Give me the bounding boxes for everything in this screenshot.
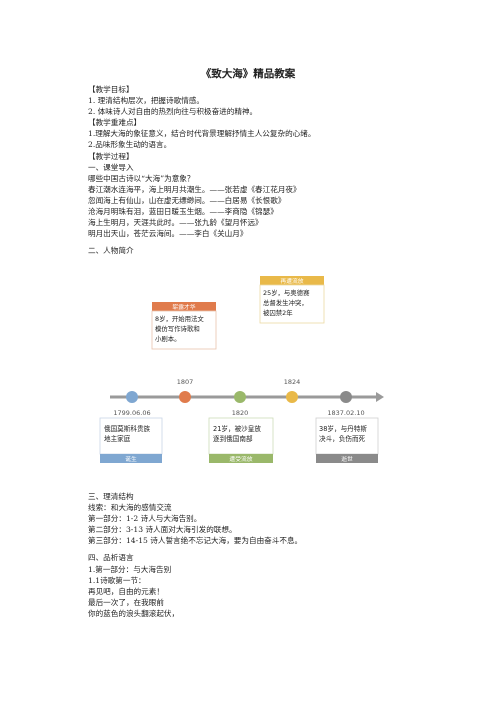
year-label: 1807	[177, 378, 194, 386]
text-line: 春江潮水连海平，海上明月共潮生。——张若虚《春江花月夜》	[88, 184, 301, 194]
text-line: 2.品味形象生动的语言。	[88, 140, 172, 150]
timeline-graphic: 1799.06.06 1807 1820 1824 1837.02.10 俄国莫…	[99, 276, 384, 463]
card-text: 总督发生冲突，	[263, 298, 308, 307]
timeline-dot	[340, 391, 352, 403]
text-line: 一、课堂导入	[88, 162, 134, 172]
text-line: 再见吧，自由的元素！	[88, 586, 164, 596]
biography-timeline: 1799.06.06 1807 1820 1824 1837.02.10 俄国莫…	[92, 268, 392, 468]
section-heading: 二、人物简介	[88, 246, 134, 256]
text-line: 第一部分：1-2 诗人与大海告别。	[88, 514, 202, 524]
card-text: 被囚禁2年	[263, 308, 293, 317]
text-line: 明月出天山，苍茫云海间。——李白《关山月》	[88, 229, 248, 239]
text-line: 1. 理清结构层次，把握诗歌情感。	[88, 96, 204, 106]
document-title: 《致大海》精品教案	[200, 68, 296, 80]
text-line: 哪些中国古诗以“大海”为意象？	[88, 173, 195, 183]
card-tag: 再遭流放	[280, 277, 303, 285]
card-footer: 诞生	[125, 455, 137, 463]
card-text: 小剧本。	[155, 334, 181, 343]
text-line: 沧海月明珠有泪，蓝田日暖玉生烟。——李商隐《锦瑟》	[88, 207, 278, 217]
text-line: 【教学重难点】	[88, 118, 142, 128]
text-line: 第三部分：14-15 诗人誓言绝不忘记大海，要为自由奋斗不息。	[88, 536, 303, 546]
timeline-dot	[126, 391, 138, 403]
text-line: 【教学过程】	[88, 151, 134, 161]
timeline-card-exile: 21岁，被沙皇放 逐到俄国南部 遭受流放	[208, 417, 274, 463]
year-label: 1824	[284, 378, 301, 386]
text-line: 线索：和大海的感情交流	[88, 503, 172, 513]
card-text: 俄国莫斯科贵族	[104, 424, 151, 433]
year-label: 1799.06.06	[113, 409, 150, 417]
card-footer: 遭受流放	[229, 455, 252, 463]
text-line: 你的蓝色的浪头翻滚起伏，	[88, 608, 180, 618]
year-label: 1820	[232, 409, 249, 417]
text-line: 1.第一部分：与大海告别	[88, 564, 172, 574]
text-line: 1.1诗歌第一节：	[88, 575, 146, 585]
text-line: 忽闻海上有仙山，山在虚无缥缈间。——白居易《长恨歌》	[88, 195, 286, 205]
text-line: 1.理解大海的象征意义，结合时代背景理解抒情主人公复杂的心绪。	[88, 129, 316, 139]
card-text: 38岁，与丹特斯	[319, 424, 367, 433]
card-text: 逐到俄国南部	[213, 434, 253, 443]
timeline-dots	[126, 391, 352, 403]
timeline-card-birth: 俄国莫斯科贵族 地主家庭 诞生	[99, 417, 163, 463]
text-line: 2. 体味诗人对自由的热烈向往与积极奋进的精神。	[88, 107, 258, 117]
section-heading: 三、理清结构	[88, 492, 134, 501]
timeline-card-talent: 崭露才华 8岁，开始用法文 模仿写作诗歌和 小剧本。	[151, 302, 217, 350]
card-text: 21岁，被沙皇放	[213, 424, 261, 433]
year-label: 1837.02.10	[327, 409, 364, 417]
card-footer: 逝世	[341, 455, 353, 463]
timeline-dot	[286, 391, 298, 403]
card-text: 25岁，与奥德赛	[263, 288, 310, 297]
card-tag: 崭露才华	[172, 303, 195, 311]
text-line: 【教学目标】	[88, 85, 134, 94]
intro-section: 【教学目标】 1. 理清结构层次，把握诗歌情感。 2. 体味诗人对自由的热烈向往…	[88, 84, 408, 256]
section-heading: 四、品析语言	[88, 553, 134, 563]
text-line: 第二部分：3-13 诗人面对大海引发的联想。	[88, 525, 237, 535]
card-text: 地主家庭	[104, 434, 131, 443]
timeline-card-exile-again: 再遭流放 25岁，与奥德赛 总督发生冲突， 被囚禁2年	[259, 276, 325, 324]
card-text: 8岁，开始用法文	[155, 314, 204, 323]
card-text: 决斗，负伤而死	[319, 434, 366, 443]
timeline-dot	[179, 391, 191, 403]
text-line: 海上生明月，天涯共此时。——张九龄《望月怀远》	[88, 218, 263, 228]
structure-and-language-section: 三、理清结构 线索：和大海的感情交流 第一部分：1-2 诗人与大海告别。 第二部…	[88, 491, 408, 619]
timeline-dot	[234, 391, 246, 403]
card-text: 模仿写作诗歌和	[155, 324, 200, 333]
text-line: 最后一次了，在我眼前	[88, 597, 164, 607]
timeline-card-death: 38岁，与丹特斯 决斗，负伤而死 逝世	[315, 417, 379, 463]
timeline-arrow-icon	[376, 392, 384, 402]
